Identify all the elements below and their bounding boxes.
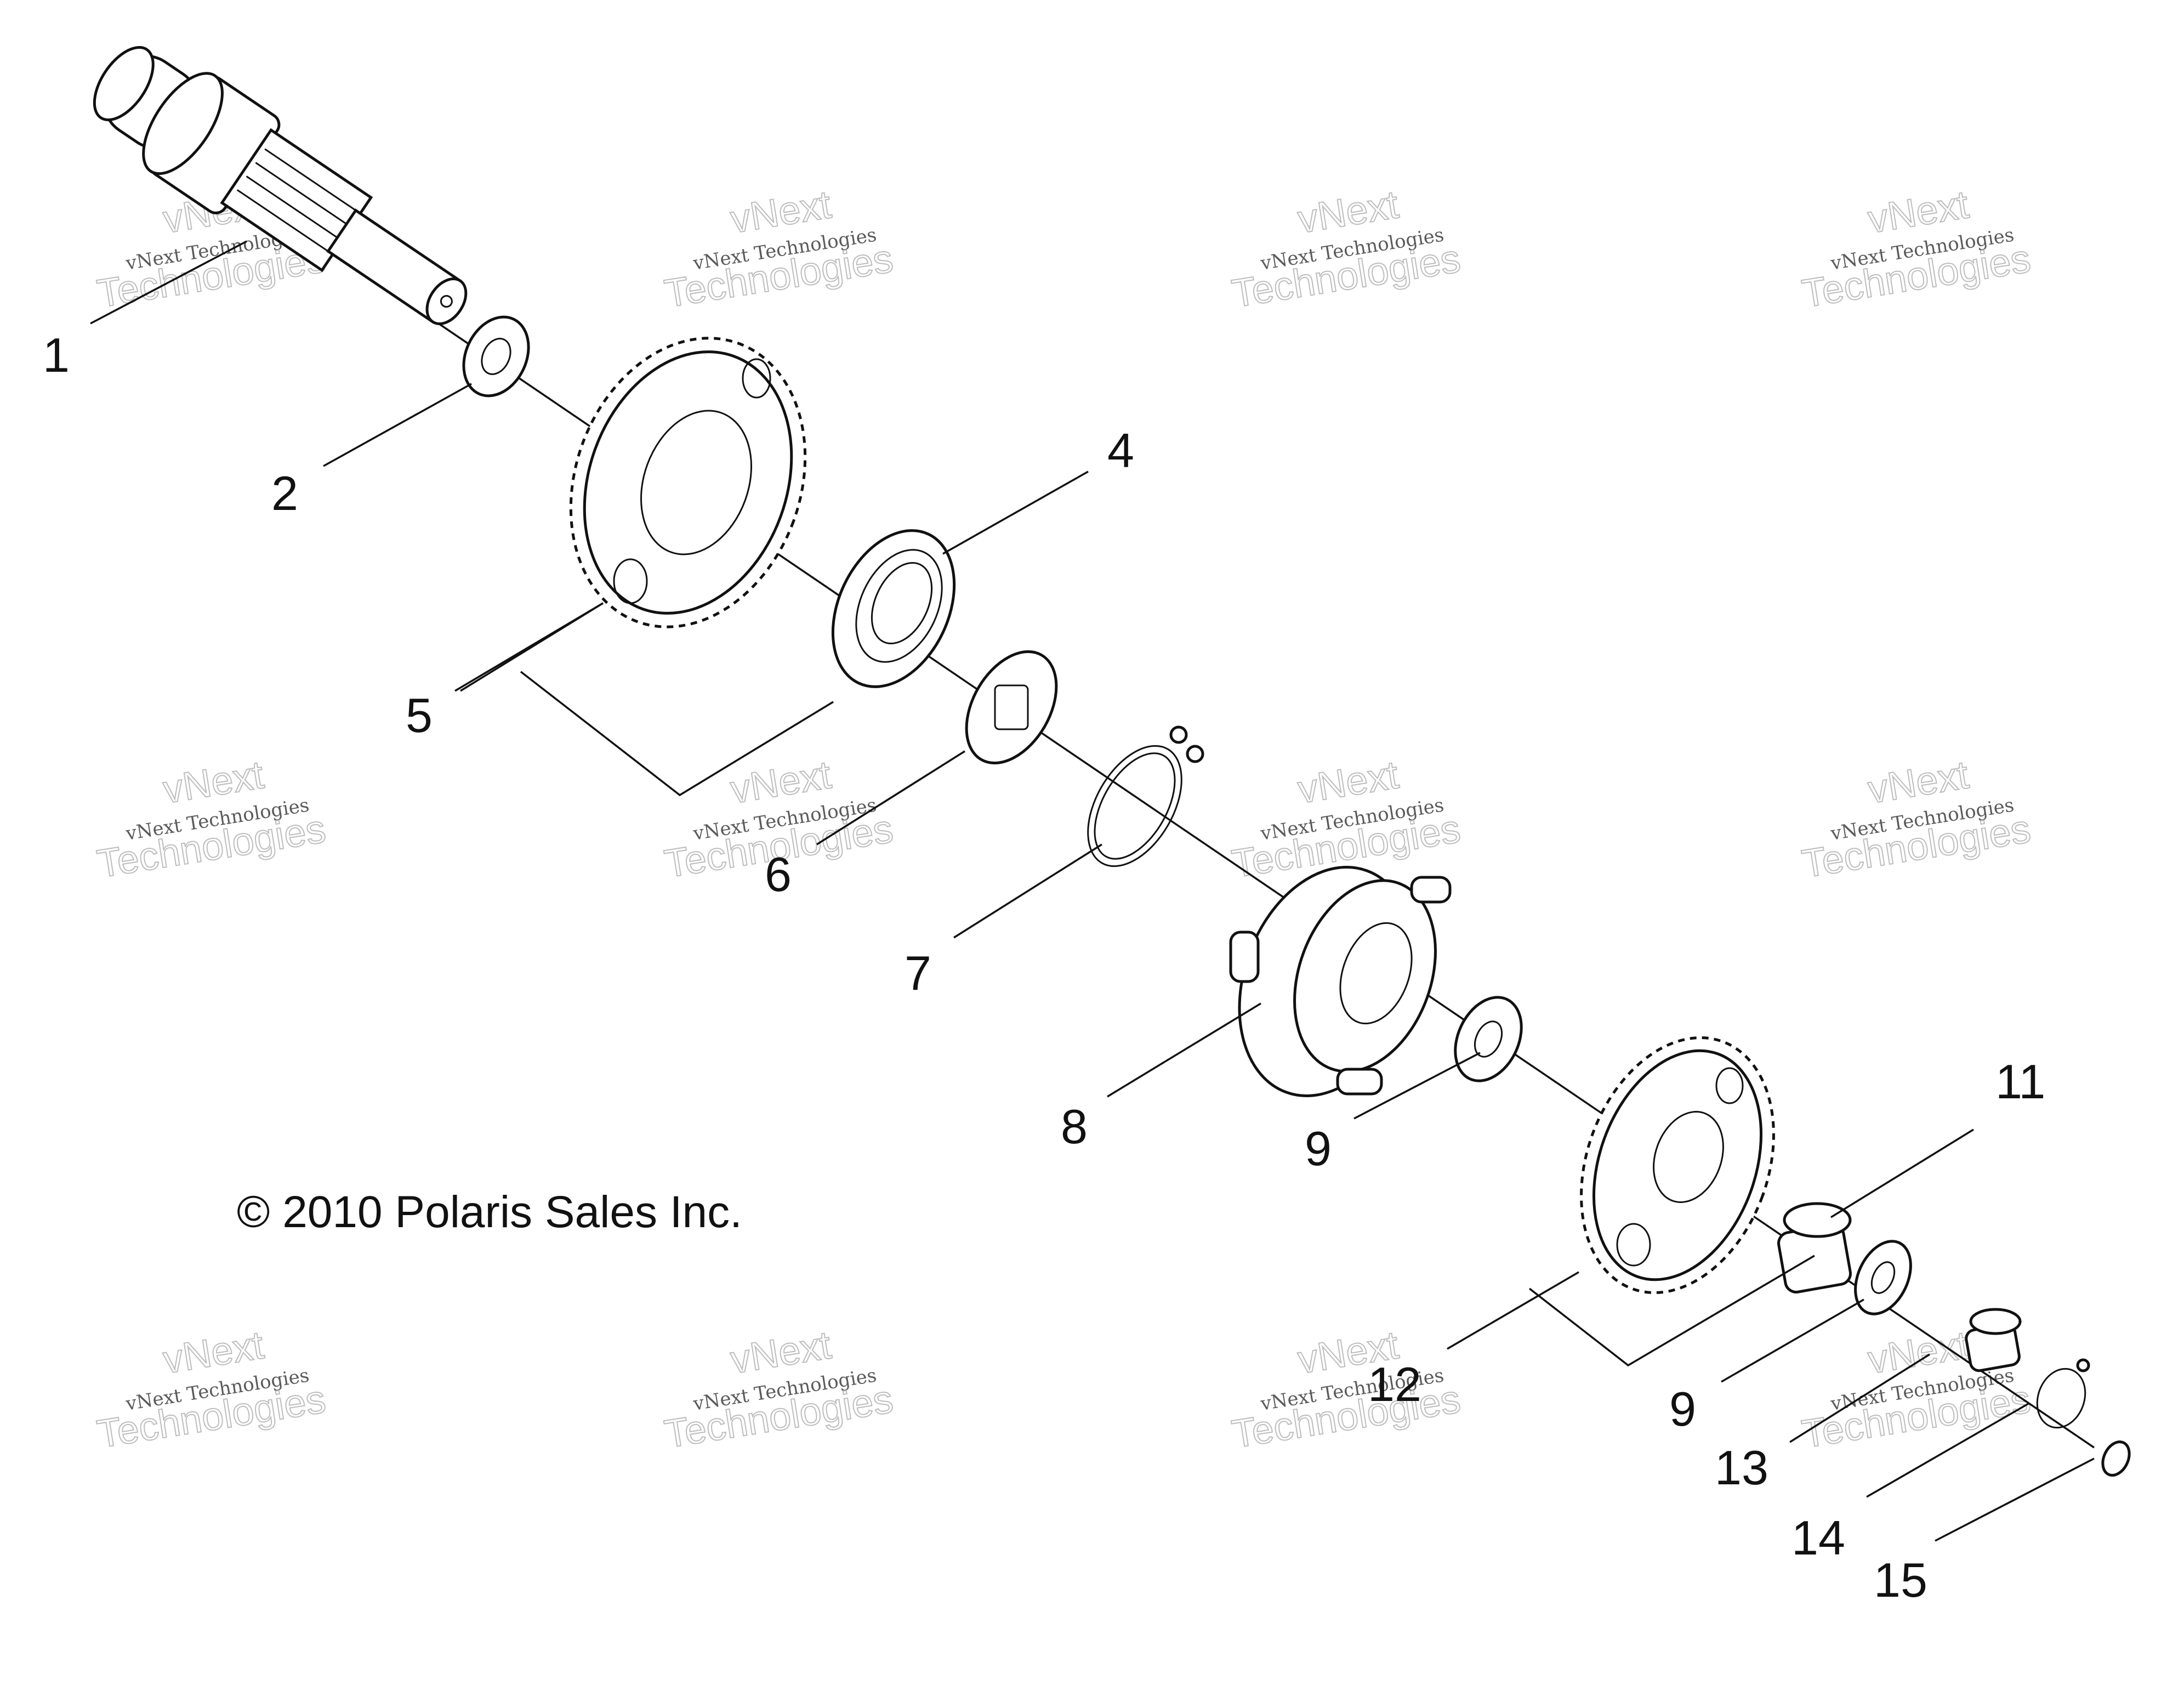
callout-5: 5 <box>406 688 433 742</box>
leader-11 <box>1830 1128 1974 1218</box>
part-ring-15 <box>2101 1440 2131 1477</box>
leader-15 <box>1935 1457 2095 1542</box>
part-clutch-hub-8 <box>1229 866 1452 1097</box>
watermark: vNext vNext Technologies Technologies <box>1799 752 2034 887</box>
leader-1 <box>90 240 247 325</box>
watermarks: vNext vNext Technologies Technologies vN… <box>94 182 2034 1457</box>
watermark: vNext vNext Technologies Technologies <box>1228 1323 1464 1457</box>
part-gear-5 <box>569 337 807 628</box>
callout-4: 4 <box>1107 423 1134 478</box>
callout-14: 14 <box>1791 1511 1845 1565</box>
leader-12 <box>1447 1271 1579 1350</box>
part-lockwasher-6 <box>965 650 1058 764</box>
part-washer-9b <box>1854 1240 1912 1315</box>
part-washer-9a <box>1454 996 1523 1082</box>
callouts: 1 2 4 5 6 7 8 9 11 12 9 13 14 15 <box>43 328 2045 1607</box>
part-bearing-4 <box>831 529 956 688</box>
part-snapring-14 <box>2036 1358 2090 1429</box>
leader-9b <box>1721 1298 1864 1383</box>
watermark: vNext vNext Technologies Technologies <box>1228 182 1464 316</box>
callout-7: 7 <box>905 946 931 1000</box>
callout-9a: 9 <box>1305 1121 1332 1176</box>
callout-12: 12 <box>1368 1357 1421 1411</box>
callout-8: 8 <box>1061 1099 1088 1154</box>
leader-lines <box>90 240 2095 1542</box>
leader-8 <box>1107 1002 1261 1098</box>
part-shaft <box>93 46 468 325</box>
leader-13 <box>1789 1353 1930 1443</box>
part-gear-12 <box>1580 1036 1775 1294</box>
watermark: vNext vNext Technologies Technologies <box>1799 182 2034 316</box>
copyright-text: © 2010 Polaris Sales Inc. <box>237 1187 742 1237</box>
leader-2 <box>323 383 472 467</box>
bracket-12 <box>1528 1255 1815 1367</box>
watermark: vNext vNext Technologies Technologies <box>661 1323 897 1457</box>
callout-2: 2 <box>271 466 298 520</box>
leader-6 <box>816 750 965 846</box>
leader-9a <box>1353 1052 1481 1120</box>
bracket-5 <box>520 671 834 797</box>
callout-13: 13 <box>1715 1440 1768 1495</box>
callout-1: 1 <box>43 328 70 382</box>
callout-15: 15 <box>1874 1553 1927 1607</box>
leader-14 <box>1866 1403 2029 1498</box>
leader-4 <box>942 470 1089 555</box>
watermark: vNext vNext Technologies Technologies <box>661 182 897 316</box>
part-circlip-7 <box>1087 725 1204 867</box>
callout-6: 6 <box>765 847 792 901</box>
callout-11: 11 <box>1995 1054 2045 1109</box>
callout-9b: 9 <box>1669 1382 1696 1436</box>
watermark: vNext vNext Technologies Technologies <box>94 1323 329 1457</box>
part-bushing-11 <box>1777 1202 1852 1293</box>
part-sleeve-13 <box>1965 1308 2022 1372</box>
leader-5 <box>460 602 604 692</box>
part-washer-2 <box>462 315 530 398</box>
leader-7 <box>953 843 1102 939</box>
watermark: vNext vNext Technologies Technologies <box>94 752 329 887</box>
watermark: vNext vNext Technologies Technologies <box>1228 752 1464 887</box>
